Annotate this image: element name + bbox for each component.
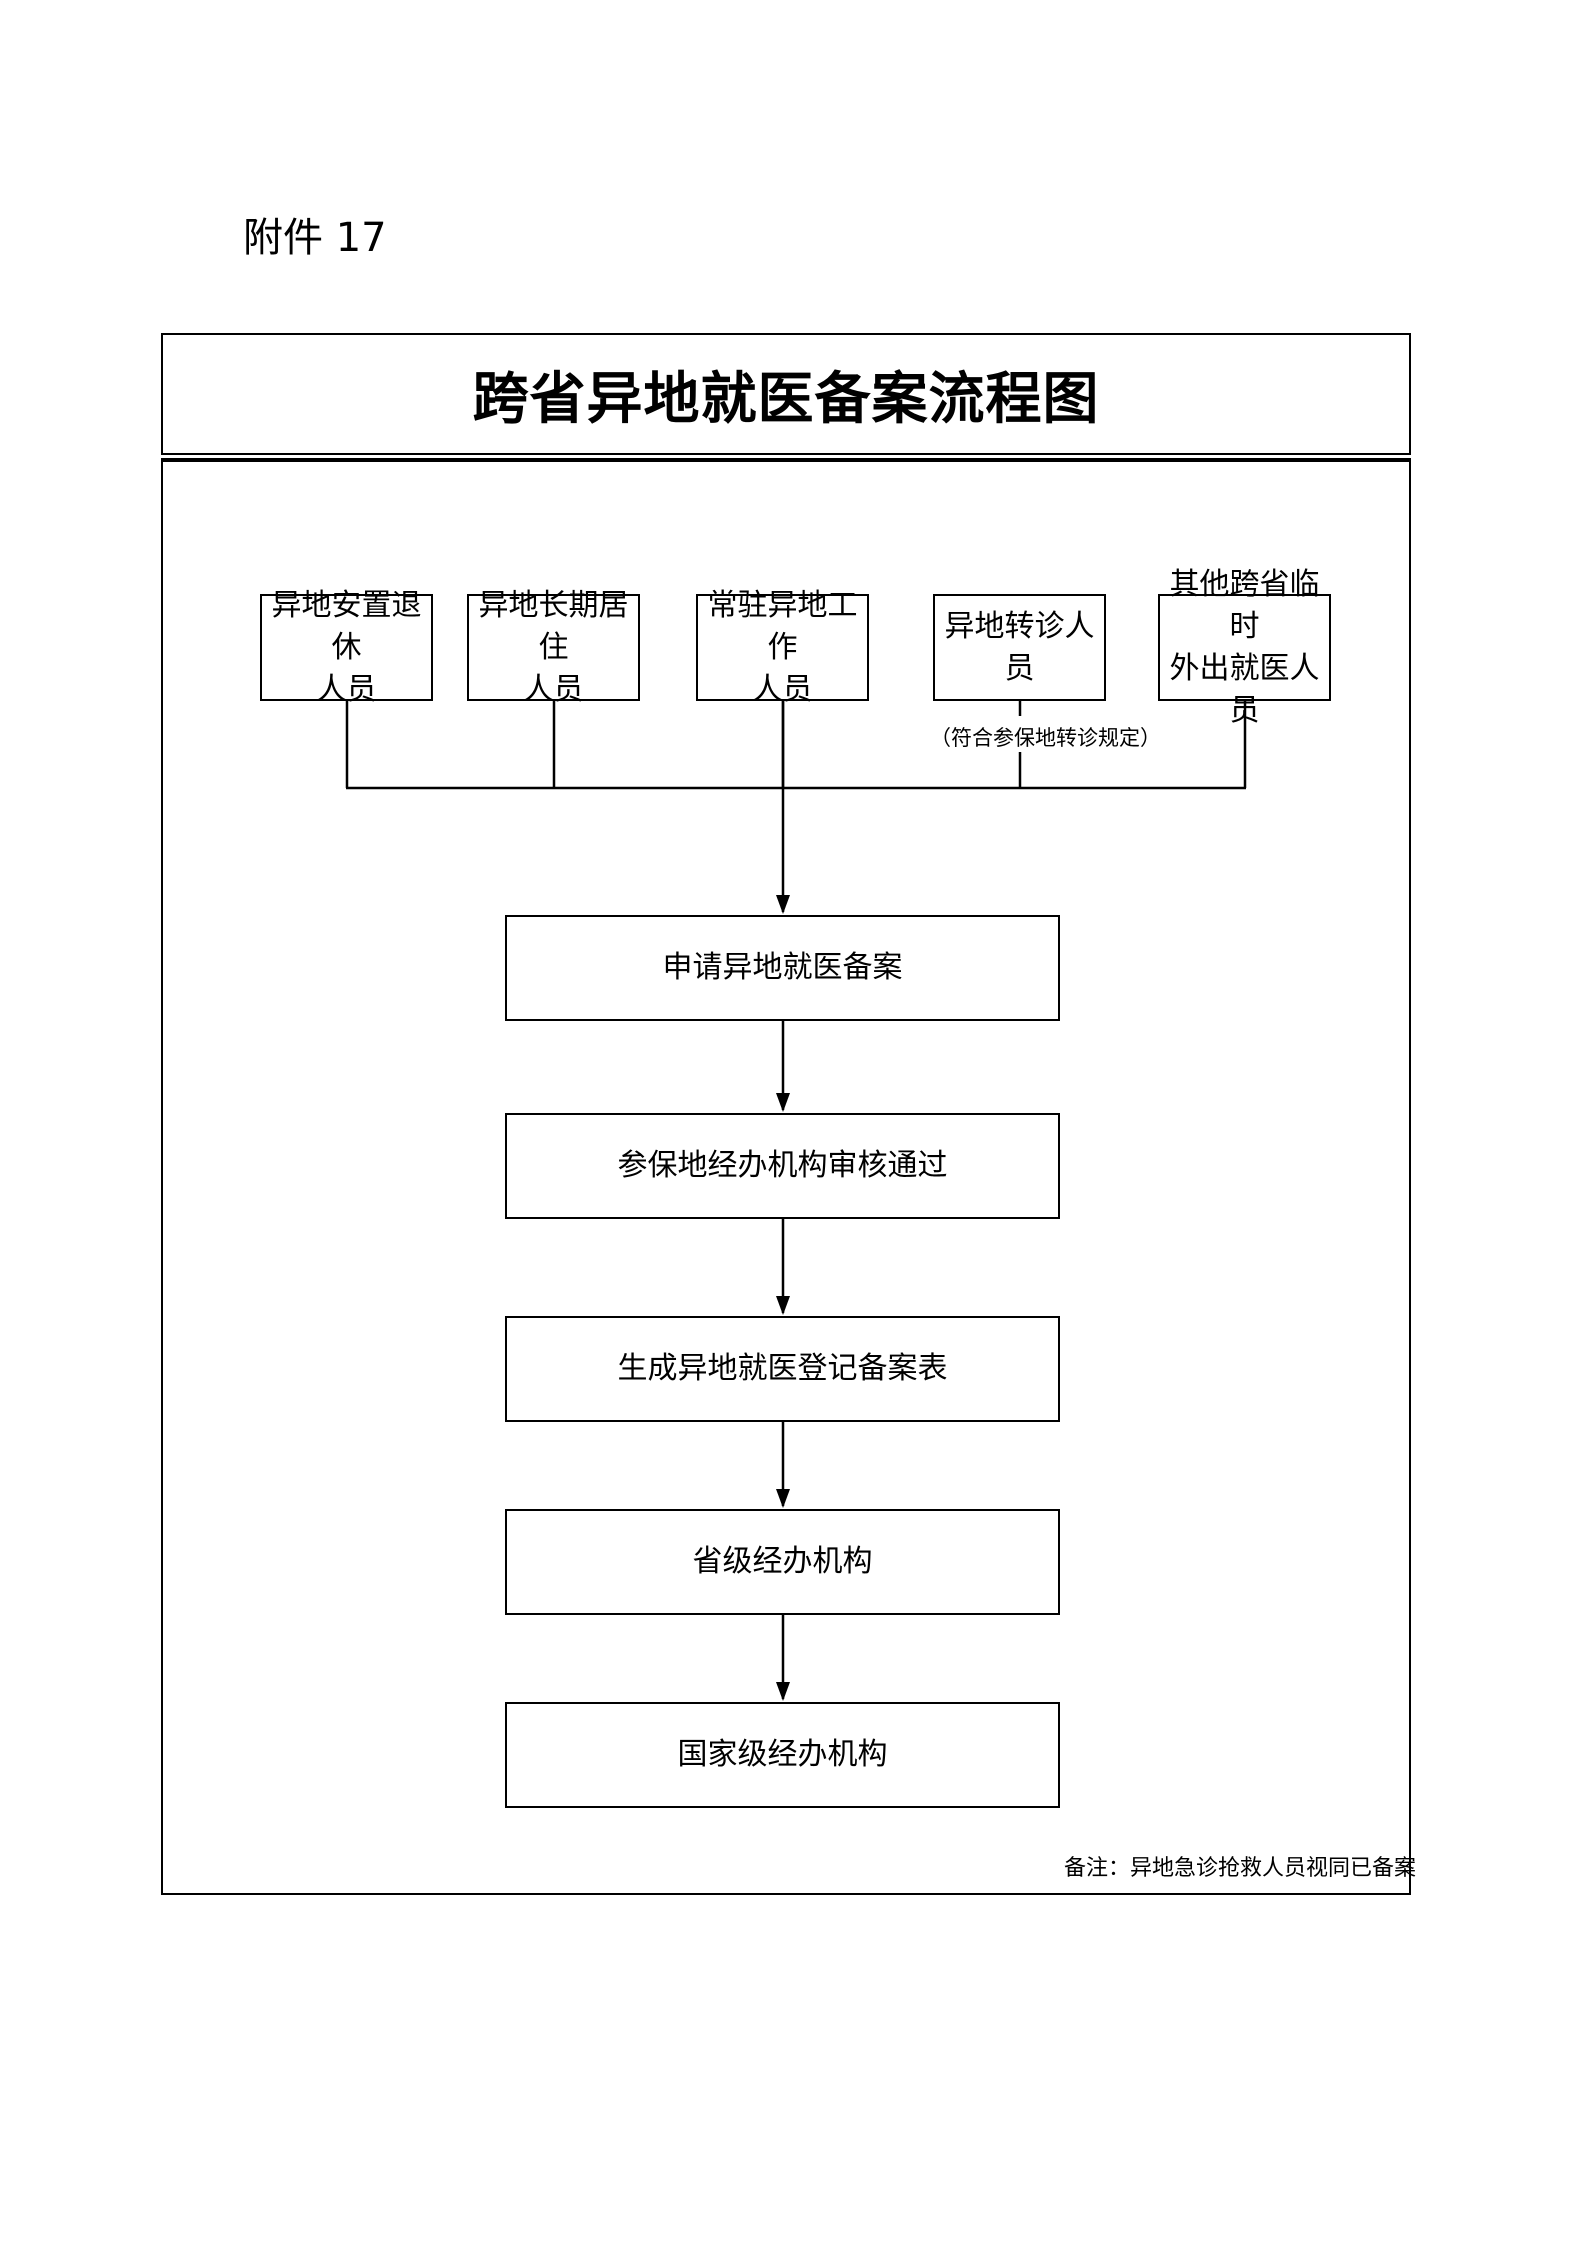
- category-label-line1: 异地转诊人员: [944, 608, 1095, 686]
- step-label: 国家级经办机构: [677, 1737, 888, 1772]
- step-national-agency: 国家级经办机构: [505, 1702, 1060, 1808]
- step-generate-registration-form: 生成异地就医登记备案表: [505, 1316, 1060, 1422]
- step-label: 省级经办机构: [692, 1544, 873, 1579]
- category-box-long-term-residents: 异地长期居住 人员: [467, 588, 640, 707]
- footnote: 备注：异地急诊抢救人员视同已备案: [1064, 1856, 1417, 1881]
- step-insured-agency-approval: 参保地经办机构审核通过: [505, 1113, 1060, 1219]
- category-label-line2: 人员: [523, 671, 584, 707]
- arrow-head: [776, 1489, 790, 1508]
- category-label-line2: 人员: [316, 671, 377, 707]
- arrow-head: [776, 895, 790, 914]
- category-label-line1: 常驻异地工作: [707, 587, 858, 665]
- category-box-stationed-workers: 常驻异地工作 人员: [696, 588, 869, 707]
- arrow-head: [776, 1682, 790, 1701]
- arrow-head: [776, 1093, 790, 1112]
- category-label-line1: 异地安置退休: [271, 587, 422, 665]
- category-box-relocated-retirees: 异地安置退休 人员: [260, 588, 433, 707]
- category-label-line1: 其他跨省临时: [1169, 566, 1320, 644]
- step-label: 申请异地就医备案: [662, 950, 903, 985]
- arrow-head: [776, 1296, 790, 1315]
- category-box-temporary-travelers: 其他跨省临时 外出就医人员: [1158, 567, 1331, 728]
- step-apply-registration: 申请异地就医备案: [505, 915, 1060, 1021]
- category-label-line2: 人员: [752, 671, 813, 707]
- page-title: 跨省异地就医备案流程图: [472, 365, 1100, 432]
- category-label-line1: 异地长期居住: [478, 587, 629, 665]
- category-box-referral-patients: 异地转诊人员: [933, 594, 1106, 701]
- category-label-line2: 外出就医人员: [1169, 650, 1320, 728]
- title-box: 跨省异地就医备案流程图: [161, 333, 1411, 455]
- referral-note: （符合参保地转诊规定）: [930, 726, 1161, 750]
- step-provincial-agency: 省级经办机构: [505, 1509, 1060, 1615]
- step-label: 参保地经办机构审核通过: [617, 1148, 948, 1183]
- step-label: 生成异地就医登记备案表: [617, 1351, 948, 1386]
- flowchart-frame: [161, 458, 1411, 1895]
- attachment-label: 附件 17: [243, 215, 387, 261]
